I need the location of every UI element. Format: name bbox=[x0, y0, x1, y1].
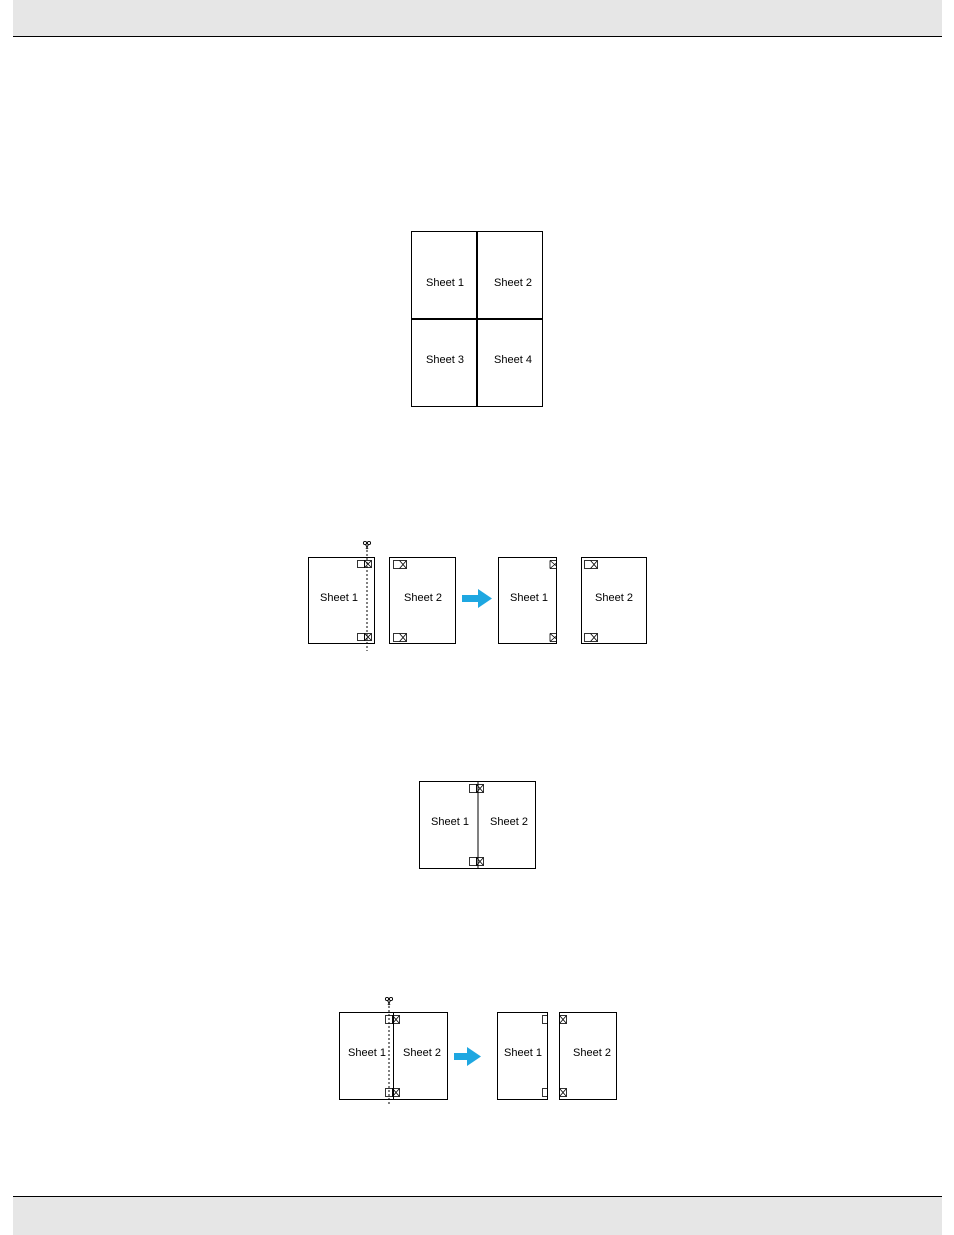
scissors-icon bbox=[362, 540, 372, 550]
grid-sheet2-label: Sheet 2 bbox=[494, 277, 532, 289]
trim-sheet1-label: Sheet 1 bbox=[348, 1047, 386, 1059]
page-header-bar bbox=[13, 0, 942, 37]
cut-sheet1-label: Sheet 1 bbox=[320, 592, 358, 604]
join-sheet1-label: Sheet 1 bbox=[431, 816, 469, 828]
sheet-layout-grid-figure: Sheet 1 Sheet 2 Sheet 3 Sheet 4 bbox=[411, 231, 543, 407]
join-sheet2-label: Sheet 2 bbox=[490, 816, 528, 828]
cut-step-figure: Sheet 1 Sheet 2 Sheet 1 Sheet 2 bbox=[308, 540, 647, 651]
cut-result-sheet2-label: Sheet 2 bbox=[595, 592, 633, 604]
right-arrow-icon bbox=[462, 589, 492, 608]
trim-result-sheet2-label: Sheet 2 bbox=[573, 1047, 611, 1059]
scissors-icon bbox=[384, 996, 394, 1006]
page-footer-bar bbox=[13, 1196, 942, 1235]
right-arrow-icon bbox=[454, 1047, 481, 1066]
grid-sheet1-label: Sheet 1 bbox=[426, 277, 464, 289]
grid-sheet3-label: Sheet 3 bbox=[426, 354, 464, 366]
cut-result-sheet1-label: Sheet 1 bbox=[510, 592, 548, 604]
trim-result-sheet1-label: Sheet 1 bbox=[504, 1047, 542, 1059]
trim-step-figure: Sheet 1 Sheet 2 Sheet 1 Sheet 2 bbox=[339, 996, 617, 1106]
cut-sheet2-label: Sheet 2 bbox=[404, 592, 442, 604]
join-step-figure: Sheet 1 Sheet 2 bbox=[419, 781, 536, 869]
trim-sheet2-label: Sheet 2 bbox=[403, 1047, 441, 1059]
grid-sheet4-label: Sheet 4 bbox=[494, 354, 532, 366]
